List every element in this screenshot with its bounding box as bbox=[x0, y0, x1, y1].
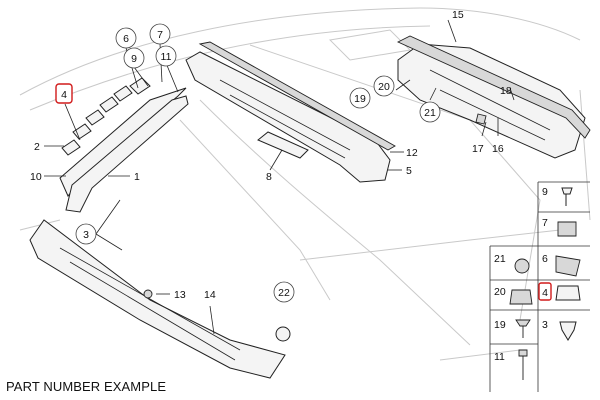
legend-6: 6 bbox=[542, 253, 548, 265]
part-10-pillar-trim bbox=[59, 87, 189, 213]
nut-21-icon bbox=[514, 258, 530, 274]
callout-20: 20 bbox=[378, 81, 390, 93]
callout-2: 2 bbox=[34, 141, 40, 153]
part-22-cap bbox=[275, 326, 291, 342]
legend-20: 20 bbox=[494, 286, 506, 298]
caption-part-number-example: PART NUMBER EXAMPLE bbox=[6, 379, 167, 394]
callout-3: 3 bbox=[83, 229, 89, 241]
callout-17: 17 bbox=[472, 143, 484, 155]
callout-10: 10 bbox=[30, 171, 42, 183]
callout-19: 19 bbox=[354, 93, 366, 105]
callout-14: 14 bbox=[204, 289, 216, 301]
clip-4-icon bbox=[555, 285, 581, 301]
part-14-lower-cowl bbox=[29, 219, 286, 379]
callout-6: 6 bbox=[123, 33, 129, 45]
callout-4-highlight bbox=[55, 83, 73, 104]
screw-9-icon bbox=[561, 187, 573, 206]
callout-18: 18 bbox=[500, 85, 512, 97]
plug-3-icon bbox=[559, 321, 577, 341]
callout-12: 12 bbox=[406, 147, 418, 159]
callout-11: 11 bbox=[161, 51, 172, 63]
legend-9: 9 bbox=[542, 186, 548, 198]
legend-19: 19 bbox=[494, 319, 506, 331]
fastener-legend: 9 7 21 6 20 4 19 3 11 bbox=[489, 181, 590, 392]
screw-19-icon bbox=[515, 319, 531, 338]
legend-7: 7 bbox=[542, 217, 548, 229]
legend-4: 4 bbox=[542, 287, 548, 299]
part-8-gasket bbox=[257, 131, 309, 159]
callout-22: 22 bbox=[278, 287, 290, 299]
diagram-callouts: 6 7 9 11 4 2 10 1 3 8 12 5 15 20 19 21 1… bbox=[30, 9, 512, 303]
callout-7: 7 bbox=[157, 29, 163, 41]
callout-16: 16 bbox=[492, 143, 504, 155]
clip-7-icon bbox=[557, 221, 577, 237]
legend-3: 3 bbox=[542, 319, 548, 331]
callout-8: 8 bbox=[266, 171, 272, 183]
callout-4: 4 bbox=[61, 89, 67, 101]
callout-21: 21 bbox=[424, 107, 436, 119]
legend-21: 21 bbox=[494, 253, 506, 265]
legend-11: 11 bbox=[494, 351, 505, 363]
callout-9: 9 bbox=[131, 53, 137, 65]
leader-lines bbox=[44, 19, 515, 335]
callout-1: 1 bbox=[134, 171, 140, 183]
part-13-screw bbox=[143, 289, 153, 299]
callout-15: 15 bbox=[452, 9, 464, 21]
part-4-grille-strips bbox=[61, 77, 151, 156]
part-5-cowl-panel bbox=[185, 41, 396, 183]
clip-6-icon bbox=[555, 255, 581, 277]
callout-5: 5 bbox=[406, 165, 412, 177]
clip-20-icon bbox=[509, 289, 533, 305]
part-15-rear-panel bbox=[396, 35, 591, 159]
bolt-11-icon bbox=[518, 349, 528, 380]
car-body-outline bbox=[19, 7, 591, 361]
legend-4-highlight bbox=[538, 282, 552, 301]
callout-13: 13 bbox=[174, 289, 186, 301]
